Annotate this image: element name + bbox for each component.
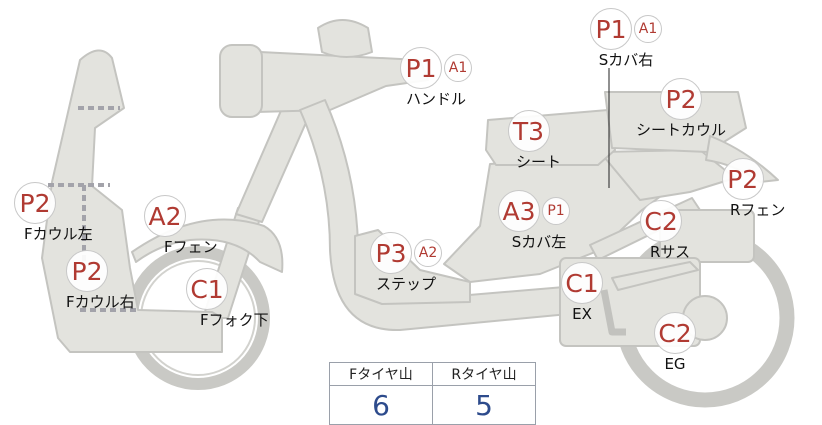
sub-grade-badge: P1 — [542, 197, 570, 225]
part-label: Rフェン — [730, 201, 786, 219]
part-seat: T3 シート — [496, 110, 561, 170]
grade-badge: P2 — [721, 158, 764, 200]
grade-badge: A3 — [498, 190, 540, 232]
front-tire-value: 6 — [329, 385, 433, 425]
grade-badge: P2 — [66, 250, 108, 292]
part-label: Rサス — [650, 243, 691, 261]
part-label: ハンドル — [405, 90, 466, 108]
grade-badge: P3 — [370, 232, 412, 274]
tire-tread-table: Fタイヤ山 Rタイヤ山 6 5 — [329, 362, 536, 425]
grade-badge: C1 — [186, 268, 228, 310]
part-seat-cowl: P2 シートカウル — [636, 78, 726, 138]
headlight — [317, 19, 373, 58]
part-exhaust: C1 EX — [561, 262, 603, 322]
sub-grade-badge: A1 — [444, 54, 472, 82]
part-label: Fフォク下 — [200, 311, 269, 329]
part-label: Fカウル左 — [24, 225, 93, 243]
part-label: Fカウル右 — [66, 293, 135, 311]
front-tire-header: Fタイヤ山 — [329, 362, 433, 386]
grade-badge: C1 — [561, 262, 603, 304]
rear-tire-value: 5 — [432, 385, 536, 425]
part-label: EX — [572, 305, 592, 323]
grade-badge: P1 — [590, 8, 632, 50]
grade-badge: C2 — [654, 312, 696, 354]
part-front-cowl-left: P2 Fカウル左 — [14, 182, 93, 242]
part-engine: C2 EG — [654, 312, 696, 372]
grade-badge: A2 — [144, 195, 186, 237]
part-label: ステップ — [375, 275, 436, 293]
part-label: シートカウル — [636, 121, 727, 139]
grade-badge: C2 — [640, 200, 683, 242]
part-rear-fender: P2 Rフェン — [700, 158, 785, 218]
grade-badge: P2 — [14, 182, 56, 224]
rear-tire-header: Rタイヤ山 — [432, 362, 536, 386]
sub-grade-badge: A2 — [414, 239, 442, 267]
grade-badge: P1 — [400, 47, 442, 89]
part-label: Fフェン — [164, 238, 218, 256]
part-label: シート — [516, 153, 562, 171]
grade-badge: T3 — [507, 110, 550, 152]
part-rear-suspension: C2 Rサス — [632, 200, 690, 260]
part-label: Sカバ左 — [511, 233, 567, 251]
part-front-cowl-right: P2 Fカウル右 — [66, 250, 135, 310]
part-front-fork-lower: C1 Fフォク下 — [186, 268, 269, 328]
sub-grade-badge: A1 — [634, 15, 662, 43]
part-front-fender: A2 Fフェン — [144, 195, 218, 255]
grade-badge: P2 — [660, 78, 702, 120]
part-label: EG — [664, 355, 686, 373]
part-label: Sカバ右 — [598, 51, 654, 69]
